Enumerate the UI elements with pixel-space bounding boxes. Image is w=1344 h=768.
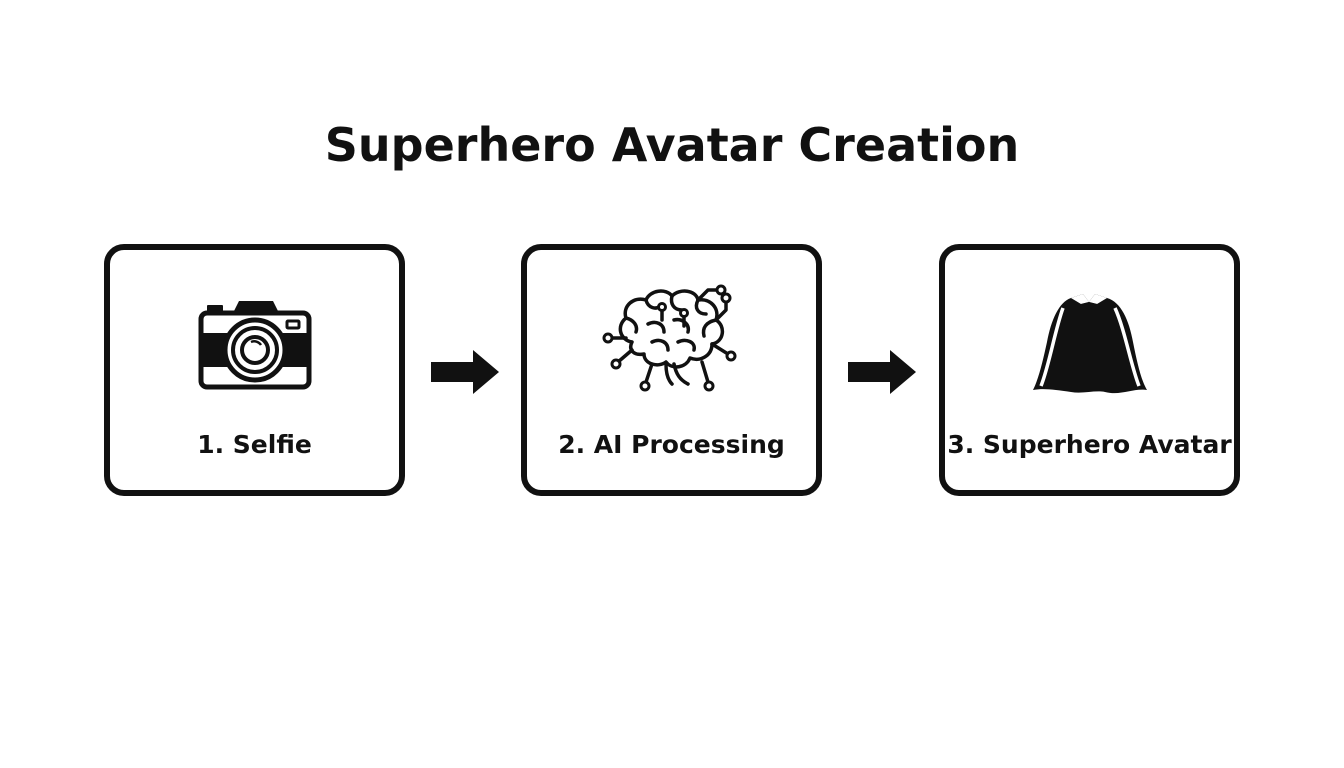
step-label: 1. Selfie [197, 430, 312, 459]
arrow-right-icon [431, 350, 499, 394]
step-icon-wrap [527, 280, 816, 410]
step-label: 2. AI Processing [558, 430, 785, 459]
step-box-superhero-avatar: 3. Superhero Avatar [939, 244, 1240, 496]
step-box-ai-processing: 2. AI Processing [521, 244, 822, 496]
step-label: 3. Superhero Avatar [947, 430, 1232, 459]
step-icon-wrap [945, 280, 1234, 410]
step-box-selfie: 1. Selfie [104, 244, 405, 496]
step-icon-wrap [110, 280, 399, 410]
camera-icon [198, 301, 311, 390]
brain-circuit-icon [602, 284, 736, 392]
diagram-title: Superhero Avatar Creation [324, 118, 1020, 172]
arrow-right-icon [848, 350, 916, 394]
cape-icon [1032, 294, 1147, 394]
